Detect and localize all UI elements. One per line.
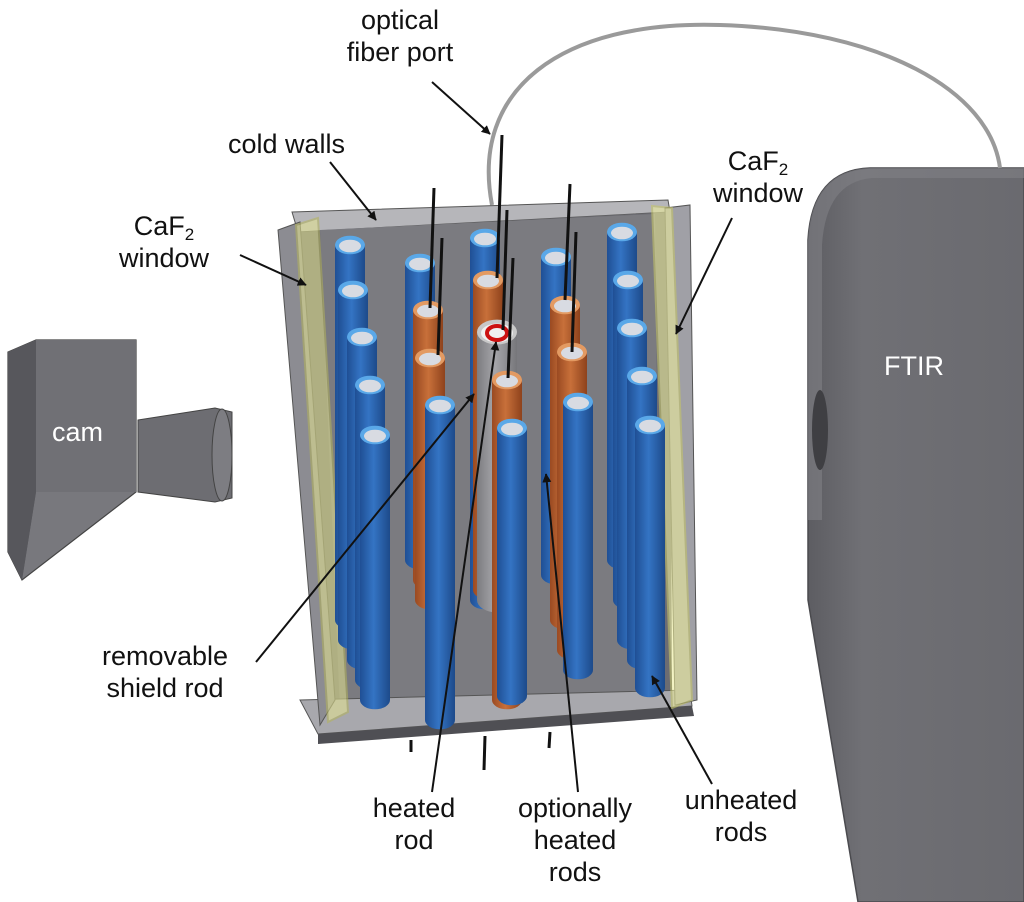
heater-wires bbox=[409, 134, 578, 771]
ftir-port-hole bbox=[812, 390, 828, 470]
unheated-rod bbox=[360, 425, 390, 710]
unheated-rod bbox=[563, 392, 593, 680]
heated-rod-tip bbox=[485, 324, 509, 342]
unheated-rod bbox=[497, 418, 527, 706]
unheated-rod bbox=[425, 395, 455, 730]
camera-label: cam bbox=[52, 417, 104, 447]
optionally-heated-rods-label: optionally heated rods bbox=[517, 793, 633, 887]
optical-fiber bbox=[486, 22, 1002, 206]
optical-fiber-port-label: optical fiber port bbox=[346, 5, 454, 67]
caf2-window-right-label: CaF2 window bbox=[712, 146, 804, 208]
cold-walls-label: cold walls bbox=[228, 129, 346, 159]
caf2-window-right bbox=[650, 204, 694, 710]
annotation-arrows bbox=[239, 81, 733, 793]
unheated-rods-label: unheated rods bbox=[684, 785, 798, 847]
heated-rod-label: heated rod bbox=[372, 793, 456, 855]
removable-shield-rod-label: removable shield rod bbox=[101, 641, 229, 703]
camera bbox=[7, 339, 233, 581]
caf2-window-left-label: CaF2 window bbox=[118, 211, 210, 273]
ftir-label: FTIR bbox=[884, 351, 944, 381]
ftir-instrument bbox=[807, 167, 1024, 902]
rod-array bbox=[335, 222, 665, 730]
unheated-rod bbox=[635, 415, 665, 698]
